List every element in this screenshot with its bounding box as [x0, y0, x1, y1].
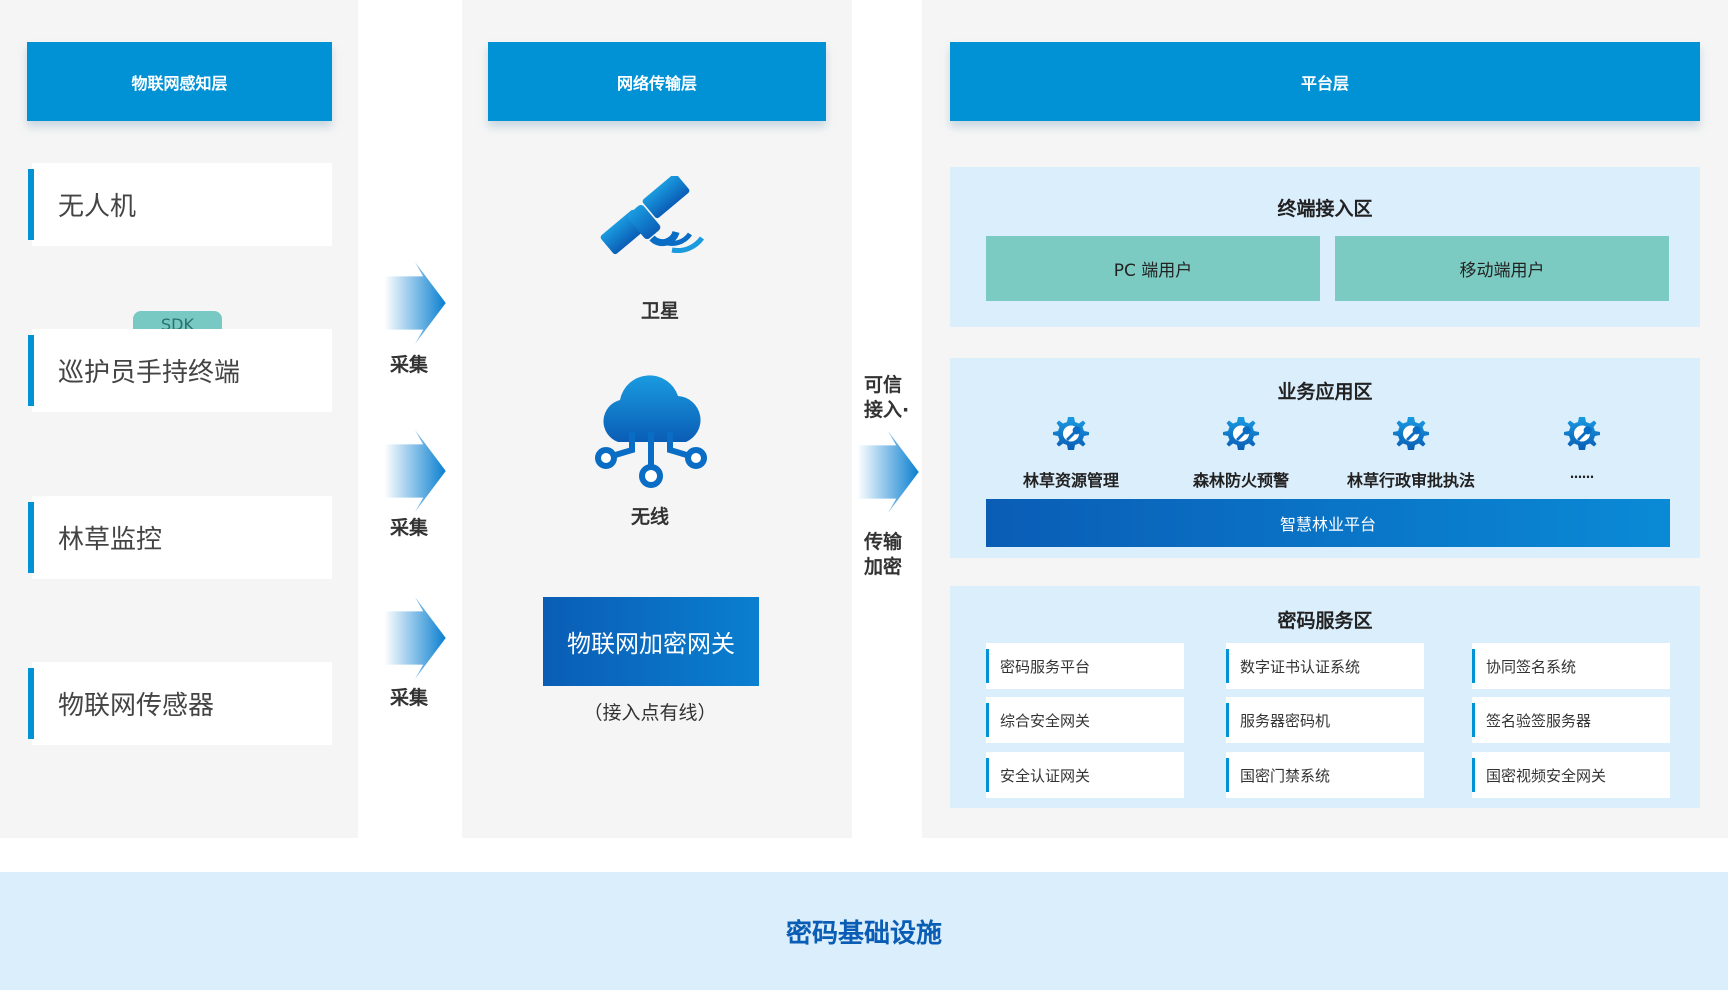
collect-arrow-icon	[384, 430, 446, 512]
app-label: 森林防火预警	[1192, 471, 1289, 490]
wireless-label: 无线	[630, 506, 669, 528]
gear-wrench-icon	[1221, 413, 1261, 453]
trusted-access-line1: 可信	[864, 374, 903, 396]
transfer-encryption-line1: 传输	[864, 531, 903, 553]
transfer-encryption-label: 传输 加密	[864, 530, 902, 580]
smart-forestry-platform-bar: 智慧林业平台	[986, 499, 1670, 547]
transfer-arrow-icon	[857, 431, 919, 513]
collect-label: 采集	[390, 517, 429, 539]
collect-label: 采集	[390, 354, 429, 376]
perception-item-label: 无人机	[58, 192, 137, 222]
trusted-access-label: 可信 接入·	[864, 373, 909, 423]
transfer-encryption-line2: 加密	[864, 556, 903, 578]
crypto-service-item: 综合安全网关	[986, 697, 1184, 743]
gateway-note: （接入点有线）	[583, 702, 717, 724]
perception-item-iot-sensor: 物联网传感器	[28, 662, 332, 745]
network-header: 网络传输层	[488, 42, 826, 121]
iot-encryption-gateway: 物联网加密网关	[543, 597, 759, 686]
app-zone-title: 业务应用区	[1277, 381, 1373, 403]
crypto-service-item: 国密门禁系统	[1226, 752, 1424, 798]
perception-item-label: 林草监控	[58, 525, 163, 555]
satellite-label: 卫星	[640, 300, 679, 322]
crypto-service-item: 密码服务平台	[986, 643, 1184, 689]
crypto-service-item: 数字证书认证系统	[1226, 643, 1424, 689]
trusted-access-line2: 接入·	[864, 399, 910, 421]
perception-item-monitoring: 林草监控	[28, 496, 332, 579]
collect-arrow-icon	[384, 597, 446, 679]
collect-arrow-icon	[384, 262, 446, 344]
perception-item-label: 巡护员手持终端	[58, 358, 241, 388]
crypto-infrastructure-bar: 密码基础设施	[0, 872, 1728, 990]
collect-label: 采集	[390, 687, 429, 709]
crypto-service-item: 国密视频安全网关	[1472, 752, 1670, 798]
crypto-service-item: 服务器密码机	[1226, 697, 1424, 743]
app-label: 林草资源管理	[1022, 471, 1119, 490]
perception-item-drone: 无人机	[28, 163, 332, 246]
crypto-service-item: 协同签名系统	[1472, 643, 1670, 689]
satellite-icon	[600, 176, 705, 255]
crypto-zone-title: 密码服务区	[1277, 610, 1373, 632]
app-label: 林草行政审批执法	[1346, 471, 1475, 490]
perception-header: 物联网感知层	[27, 42, 332, 121]
gear-wrench-icon	[1051, 413, 1091, 453]
gear-wrench-icon	[1562, 413, 1602, 453]
platform-header: 平台层	[950, 42, 1700, 121]
crypto-service-item: 签名验签服务器	[1472, 697, 1670, 743]
crypto-service-item: 安全认证网关	[986, 752, 1184, 798]
terminal-zone-title: 终端接入区	[1277, 198, 1373, 220]
perception-item-label: 物联网传感器	[58, 691, 215, 721]
perception-item-ranger-terminal: 巡护员手持终端	[28, 329, 332, 412]
app-label-more: ……	[1570, 467, 1594, 481]
mobile-user-box: 移动端用户	[1335, 236, 1669, 301]
wireless-cloud-icon	[595, 375, 707, 488]
pc-user-box: PC 端用户	[986, 236, 1320, 301]
gear-wrench-icon	[1391, 413, 1431, 453]
